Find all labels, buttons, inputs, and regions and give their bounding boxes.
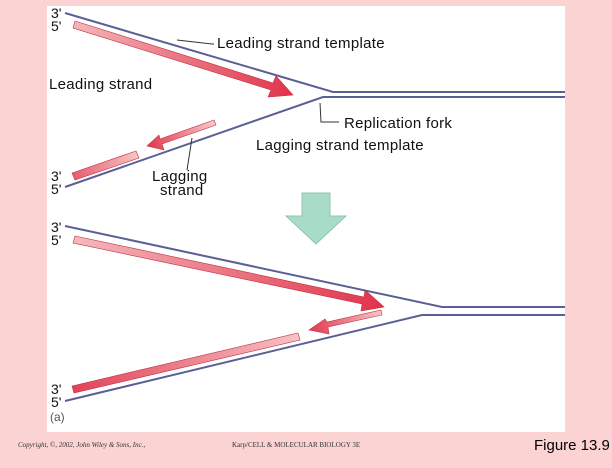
bottom-template-end-5prime: 5' <box>51 232 62 248</box>
down-arrow-icon <box>284 192 348 245</box>
replication-diagram <box>64 12 565 402</box>
leading-strand-template-label: Leading strand template <box>217 35 385 52</box>
lagging-strand-label-line2: strand <box>160 182 204 199</box>
leading-strand-label: Leading strand <box>49 76 153 93</box>
bottom-lower-end-3prime: 3' <box>51 381 62 397</box>
top-lower-end-5prime: 5' <box>51 181 62 197</box>
bottom-template-end-3prime: 3' <box>51 219 62 235</box>
lagging-strand-label-line1: Lagging <box>152 168 208 185</box>
top-template-end-3prime: 3' <box>51 5 62 21</box>
top-template-end-5prime: 5' <box>51 18 62 34</box>
top-lagging-template-strand <box>64 96 565 188</box>
book-title: Karp/CELL & MOLECULAR BIOLOGY 3E <box>232 441 361 449</box>
bottom-lagging-fragment-new <box>308 309 383 335</box>
figure-panel: 3' 5' Leading strand template Leading st… <box>47 6 565 432</box>
top-lower-end-3prime: 3' <box>51 168 62 184</box>
bottom-leading-strand <box>72 235 385 312</box>
bottom-leading-template-strand <box>64 225 565 308</box>
figure-number: Figure 13.9 <box>534 437 610 454</box>
bottom-lagging-fragment-old <box>71 332 301 394</box>
replication-fork-label: Replication fork <box>344 115 453 132</box>
bottom-lower-end-5prime: 5' <box>51 394 62 410</box>
panel-label: (a) <box>50 410 65 424</box>
copyright-notice: Copyright, ©, 2002, John Wiley & Sons, I… <box>18 441 146 449</box>
lagging-strand-template-label: Lagging strand template <box>256 137 424 154</box>
top-lagging-fragment-old <box>71 150 140 181</box>
label-leader-lines <box>176 39 339 171</box>
bottom-lagging-template-strand <box>64 314 565 402</box>
top-leading-strand <box>72 20 294 98</box>
top-lagging-fragment-new <box>146 119 217 151</box>
top-leading-template-strand <box>64 12 565 93</box>
